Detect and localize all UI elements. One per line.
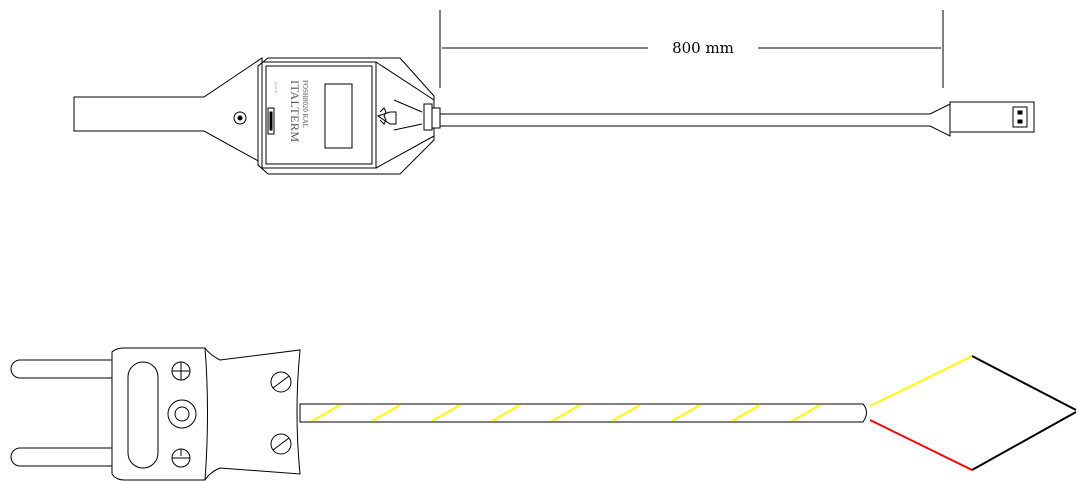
dimension-label: 800 mm [672, 39, 734, 57]
instrument-handle [73, 57, 263, 164]
plus-icon [171, 361, 191, 381]
thermocouple-wires [869, 355, 1077, 471]
connector-body [111, 347, 301, 481]
top-assembly: 800 mm [73, 10, 1035, 175]
instrument-body [257, 57, 435, 175]
bottom-assembly [10, 347, 867, 481]
cable-stripe [371, 404, 401, 422]
junction-wire-top [971, 355, 1077, 411]
screw-icon [233, 111, 247, 125]
screw-center-icon [237, 115, 243, 121]
connector-pins [10, 359, 124, 467]
screw-top-icon [270, 371, 292, 393]
cable-stripe [671, 404, 701, 422]
cable-stripe [611, 404, 641, 422]
cable-stripe [791, 404, 821, 422]
junction-wire-bottom [971, 411, 1077, 471]
thermocouple-cable [299, 403, 867, 423]
cable-stripe [311, 404, 341, 422]
brand-label: ITALTERM [288, 80, 302, 143]
plug-socket-icon [1012, 106, 1028, 128]
cable-stripe [431, 404, 461, 422]
cable-stripe [731, 404, 761, 422]
dimension-line [439, 10, 944, 88]
positive-wire [869, 355, 973, 407]
center-socket-icon [167, 399, 197, 429]
negative-wire [869, 419, 973, 471]
cable-plug [949, 101, 1035, 133]
cable-stripes [311, 404, 821, 422]
probe-cable [440, 103, 951, 137]
cable-gland [376, 99, 441, 131]
display-window [324, 83, 353, 149]
minus-icon [171, 448, 191, 468]
model-label: FOSH8020 KAL [301, 80, 309, 128]
side-slot [267, 107, 275, 135]
screw-bottom-icon [270, 433, 292, 455]
cable-stripe [491, 404, 521, 422]
pin-slot [127, 361, 159, 469]
tiny-mark: ≈ ≈ ≈ [272, 82, 277, 93]
cable-stripe [551, 404, 581, 422]
